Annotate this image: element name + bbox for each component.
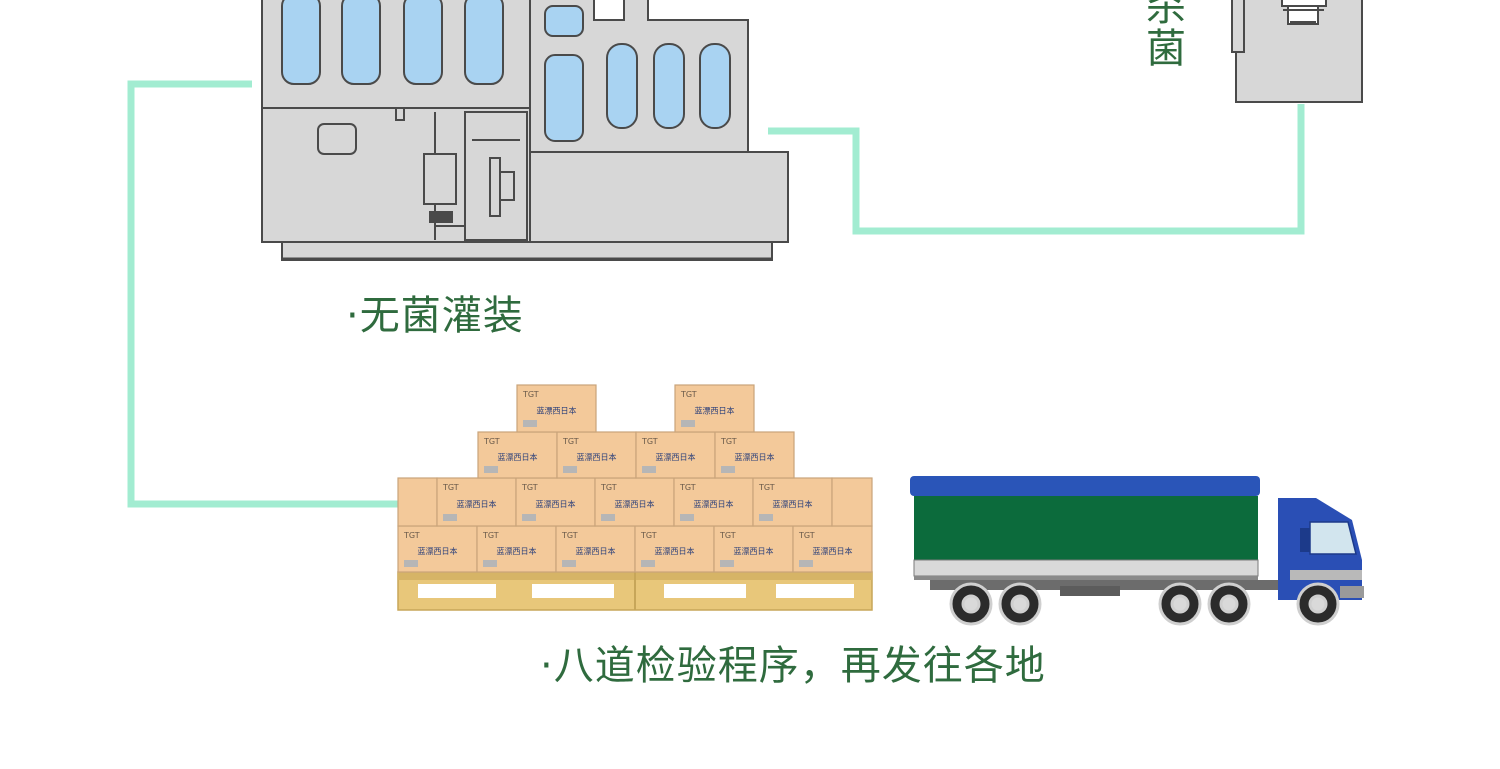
truck-wheels [949, 582, 1340, 626]
box-label: 蓝漂西日本 [537, 406, 577, 416]
shipping-box: TGT 蓝漂西日本 [515, 477, 596, 527]
box-barcode [522, 514, 536, 521]
box-label: 蓝漂西日本 [694, 499, 734, 509]
box-logo: TGT [600, 483, 617, 492]
box-label: 蓝漂西日本 [656, 452, 696, 462]
inspection-shipping-caption: ·八道检验程序，再发往各地 [540, 643, 1046, 689]
box-label: 蓝漂西日本 [536, 499, 576, 509]
box-barcode [641, 560, 655, 567]
shipping-box: TGT 蓝漂西日本 [752, 477, 833, 527]
box-label: 蓝漂西日本 [773, 499, 813, 509]
box-label: 蓝漂西日本 [734, 546, 774, 556]
box-logo: TGT [798, 531, 815, 540]
shipping-box: TGT 蓝漂西日本 [476, 525, 557, 573]
box-logo: TGT [561, 531, 578, 540]
box-barcode [404, 560, 418, 567]
box-logo: TGT [403, 531, 420, 540]
shipping-box [397, 477, 438, 527]
box-barcode [563, 466, 577, 473]
box-barcode [523, 420, 537, 427]
box-logo: TGT [680, 390, 697, 399]
box-barcode [680, 514, 694, 521]
box-label: 蓝漂西日本 [577, 452, 617, 462]
box-barcode [642, 466, 656, 473]
box-label: 蓝漂西日本 [497, 546, 537, 556]
box-logo: TGT [482, 531, 499, 540]
box-label: 蓝漂西日本 [695, 406, 735, 416]
shipping-box: TGT 蓝漂西日本 [674, 384, 755, 433]
shipping-box: TGT 蓝漂西日本 [556, 431, 637, 479]
shipping-box [831, 477, 873, 527]
delivery-truck-icon [910, 476, 1364, 626]
pallet-of-boxes-icon: TGT 蓝漂西日本 TGT 蓝漂西日本 TGT 蓝漂西日本 TGT 蓝漂西日本 TGT 蓝漂西日本… [397, 384, 873, 611]
box-label: 蓝漂西日本 [457, 499, 497, 509]
filling-machine-icon [261, 0, 789, 261]
shipping-box: TGT 蓝漂西日本 [673, 477, 754, 527]
box-barcode [721, 466, 735, 473]
box-logo: TGT [442, 483, 459, 492]
box-label: 蓝漂西日本 [615, 499, 655, 509]
box-barcode [720, 560, 734, 567]
shipping-box: TGT 蓝漂西日本 [594, 477, 675, 527]
box-logo: TGT [483, 437, 500, 446]
connector-machine-to-pallet [127, 80, 398, 508]
box-logo: TGT [758, 483, 775, 492]
connector-lines [127, 80, 1305, 508]
trailer-side [914, 496, 1258, 562]
box-barcode [443, 514, 457, 521]
sterilizer-unit-icon [1231, 0, 1363, 103]
box-logo: TGT [679, 483, 696, 492]
connector-machine-to-sterilizer [768, 104, 1305, 235]
box-barcode [799, 560, 813, 567]
box-barcode [681, 420, 695, 427]
box-logo: TGT [521, 483, 538, 492]
box-barcode [562, 560, 576, 567]
shipping-box: TGT 蓝漂西日本 [713, 525, 794, 573]
shipping-box: TGT 蓝漂西日本 [555, 525, 636, 573]
box-label: 蓝漂西日本 [655, 546, 695, 556]
box-logo: TGT [562, 437, 579, 446]
box-logo: TGT [522, 390, 539, 399]
box-logo: TGT [641, 437, 658, 446]
box-barcode [483, 560, 497, 567]
shipping-box: TGT 蓝漂西日本 [714, 431, 795, 479]
shipping-box: TGT 蓝漂西日本 [634, 525, 715, 573]
box-barcode [759, 514, 773, 521]
shipping-box: TGT 蓝漂西日本 [792, 525, 873, 573]
box-label: 蓝漂西日本 [735, 452, 775, 462]
box-label: 蓝漂西日本 [418, 546, 458, 556]
shipping-box: TGT 蓝漂西日本 [635, 431, 716, 479]
shipping-box: TGT 蓝漂西日本 [436, 477, 517, 527]
box-stack: TGT 蓝漂西日本 TGT 蓝漂西日本 TGT 蓝漂西日本 TGT 蓝漂西日本 TGT 蓝漂西日本… [397, 384, 873, 573]
box-label: 蓝漂西日本 [576, 546, 616, 556]
trailer-top [910, 476, 1260, 496]
aseptic-filling-caption: ·无菌灌装 [346, 293, 524, 339]
shipping-box: TGT 蓝漂西日本 [516, 384, 597, 433]
box-label: 蓝漂西日本 [813, 546, 853, 556]
box-label: 蓝漂西日本 [498, 452, 538, 462]
box-logo: TGT [640, 531, 657, 540]
pallet [397, 571, 873, 611]
box-logo: TGT [720, 437, 737, 446]
sterilization-caption: 杀菌 [1146, 0, 1186, 72]
box-logo: TGT [719, 531, 736, 540]
box-barcode [484, 466, 498, 473]
shipping-box: TGT 蓝漂西日本 [397, 525, 478, 573]
box-barcode [601, 514, 615, 521]
shipping-box: TGT 蓝漂西日本 [477, 431, 558, 479]
